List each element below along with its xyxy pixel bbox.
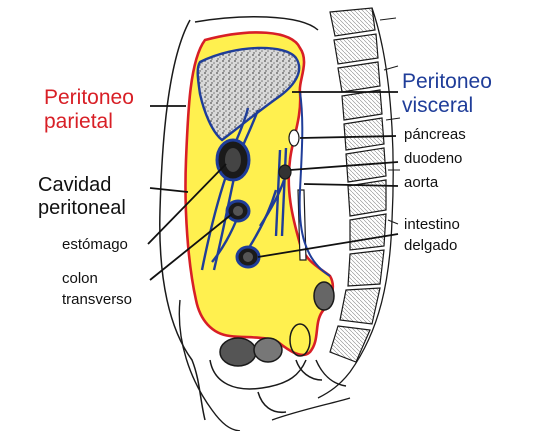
leader-lines: [147, 91, 399, 281]
pelvic-organs: [209, 281, 347, 414]
body-outline: [159, 19, 206, 421]
label-cavidad-peritoneal: Cavidad peritoneal: [38, 174, 126, 219]
liver: [196, 46, 301, 142]
pancreas-shape: [288, 129, 300, 147]
label-aorta: aorta: [404, 174, 439, 191]
label-pancreas: páncreas: [404, 126, 466, 143]
label-peritoneo-visceral: Peritoneo visceral: [402, 70, 492, 118]
visceral-membranes: [200, 107, 288, 271]
duodenum-shape: [278, 164, 292, 180]
label-peritoneo-parietal: Peritoneo parietal: [44, 86, 134, 134]
label-colon-transverso: colon transverso: [62, 270, 133, 309]
label-intestino-delgado: intestino delgado: [404, 216, 460, 255]
label-duodeno: duodeno: [404, 150, 463, 167]
label-estomago: estómago: [62, 236, 128, 253]
